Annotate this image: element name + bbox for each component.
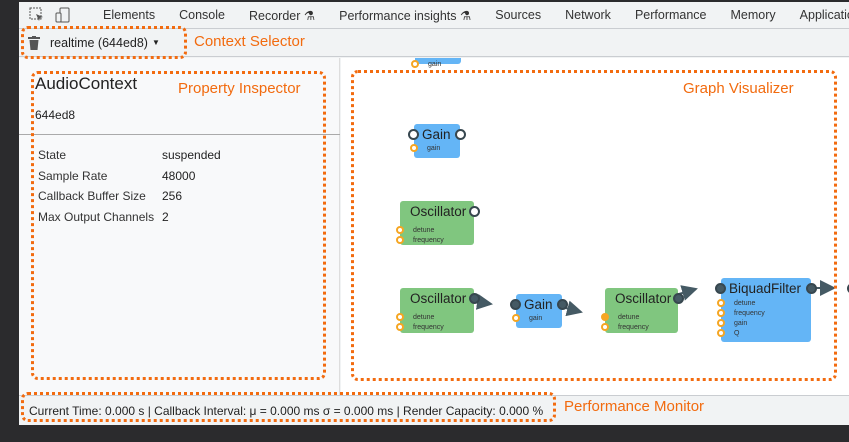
output-port[interactable] — [557, 299, 568, 310]
property-key: Max Output Channels — [38, 209, 155, 224]
tab-performance[interactable]: Performance — [634, 8, 707, 22]
performance-monitor: Current Time: 0.000 s | Callback Interva… — [19, 395, 849, 425]
tab-console[interactable]: Console — [179, 8, 225, 22]
annotation-label: Graph Visualizer — [683, 80, 794, 97]
param-label: frequency — [618, 324, 649, 331]
output-port[interactable] — [455, 129, 466, 140]
property-row: Callback Buffer Size 256 — [38, 186, 221, 207]
annotation-label: Property Inspector — [178, 80, 301, 97]
param-port[interactable] — [396, 323, 404, 331]
tab-recorder[interactable]: Recorder ⚗ — [237, 8, 327, 23]
tab-label: Performance insights — [339, 8, 457, 23]
param-port[interactable] — [717, 309, 725, 317]
context-id: 644ed8 — [35, 108, 76, 122]
input-port[interactable] — [408, 129, 419, 140]
node-title: Oscillator — [410, 291, 467, 306]
performance-stats: Current Time: 0.000 s | Callback Interva… — [29, 403, 544, 418]
property-key: State — [38, 148, 67, 162]
node-title: Gain — [524, 297, 553, 312]
graph-node-source[interactable]: Oscillator detune frequency — [396, 201, 480, 245]
param-port[interactable] — [396, 313, 404, 321]
param-port[interactable] — [601, 323, 609, 331]
param-port[interactable] — [601, 313, 609, 321]
input-port[interactable] — [510, 299, 521, 310]
param-label: frequency — [413, 237, 444, 244]
param-port[interactable] — [410, 144, 418, 152]
param-port[interactable] — [512, 314, 520, 322]
annotation-performance-monitor — [21, 392, 556, 422]
param-label: frequency — [734, 310, 765, 317]
graph-node-source[interactable]: Oscillator detune frequency — [601, 288, 684, 333]
output-port[interactable] — [806, 283, 817, 294]
divider — [19, 134, 340, 135]
graph-node-gain[interactable]: Gain gain — [408, 124, 466, 158]
flask-icon: ⚗ — [460, 8, 472, 23]
param-label: gain — [427, 145, 441, 152]
devtools-toolbar: Elements Console Recorder ⚗ Performance … — [19, 2, 849, 29]
output-port[interactable] — [469, 206, 480, 217]
param-label: gain — [428, 61, 442, 68]
graph-node-gain[interactable]: Gain gain — [510, 294, 568, 328]
param-label: frequency — [413, 324, 444, 331]
property-value: 256 — [162, 189, 183, 203]
param-port[interactable] — [717, 299, 725, 307]
property-list: State suspended Sample Rate 48000 Callback… — [38, 145, 221, 227]
node-title: Oscillator — [410, 204, 467, 219]
param-label: Q — [734, 330, 740, 337]
property-row: State suspended — [38, 145, 221, 166]
param-port[interactable] — [411, 60, 419, 68]
tab-performance-insights[interactable]: Performance insights ⚗ — [327, 8, 483, 23]
graph-node-source[interactable]: Oscillator detune frequency — [396, 288, 480, 333]
tab-label: Recorder — [248, 8, 301, 23]
tab-network[interactable]: Network — [565, 8, 611, 22]
context-selector-value: realtime (644ed8) — [50, 35, 148, 50]
output-port[interactable] — [469, 293, 480, 304]
node-title: Gain — [422, 127, 451, 142]
tab-elements[interactable]: Elements — [103, 8, 156, 22]
context-bar: realtime (644ed8)▼ — [19, 29, 849, 57]
param-port[interactable] — [396, 226, 404, 234]
property-key: Callback Buffer Size — [38, 189, 146, 203]
property-value: 2 — [162, 209, 169, 224]
param-label: gain — [529, 315, 543, 322]
property-key: Sample Rate — [38, 168, 108, 183]
param-label: detune — [413, 227, 435, 234]
property-value: 48000 — [162, 168, 196, 183]
tab-sources[interactable]: Sources — [495, 8, 542, 22]
property-inspector: AudioContext 644ed8 State suspended Sampl… — [19, 58, 340, 395]
context-selector[interactable]: realtime (644ed8)▼ — [50, 36, 160, 50]
context-title: AudioContext — [35, 74, 138, 93]
trash-icon[interactable] — [28, 35, 40, 50]
tab-application[interactable]: Application — [799, 8, 849, 22]
property-row: Max Output Channels 2 — [38, 207, 221, 228]
chevron-down-icon: ▼ — [151, 38, 160, 47]
annotation-label: Performance Monitor — [564, 398, 705, 415]
param-label: detune — [734, 300, 756, 307]
annotation-graph-visualizer — [351, 70, 837, 381]
node-title: BiquadFilter — [729, 281, 802, 296]
annotation-context-selector — [21, 26, 187, 59]
param-label: detune — [413, 314, 435, 321]
output-port[interactable] — [673, 293, 684, 304]
param-port[interactable] — [717, 329, 725, 337]
tab-memory[interactable]: Memory — [730, 8, 776, 22]
param-label: gain — [734, 320, 748, 327]
param-label: detune — [618, 314, 640, 321]
annotation-label: Context Selector — [194, 33, 305, 50]
param-port[interactable] — [396, 236, 404, 244]
annotation-property-inspector — [31, 71, 326, 380]
inspect-element-icon[interactable] — [29, 7, 45, 23]
param-port[interactable] — [717, 319, 725, 327]
property-row: Sample Rate 48000 — [38, 166, 221, 187]
graph-visualizer[interactable]: GaingainGaingainOscillatordetunefrequenc… — [341, 58, 849, 395]
input-port[interactable] — [715, 283, 726, 294]
node-title: Oscillator — [615, 291, 672, 306]
flask-icon: ⚗ — [303, 8, 316, 23]
property-value: suspended — [162, 148, 221, 162]
device-toolbar-icon[interactable] — [55, 7, 71, 23]
